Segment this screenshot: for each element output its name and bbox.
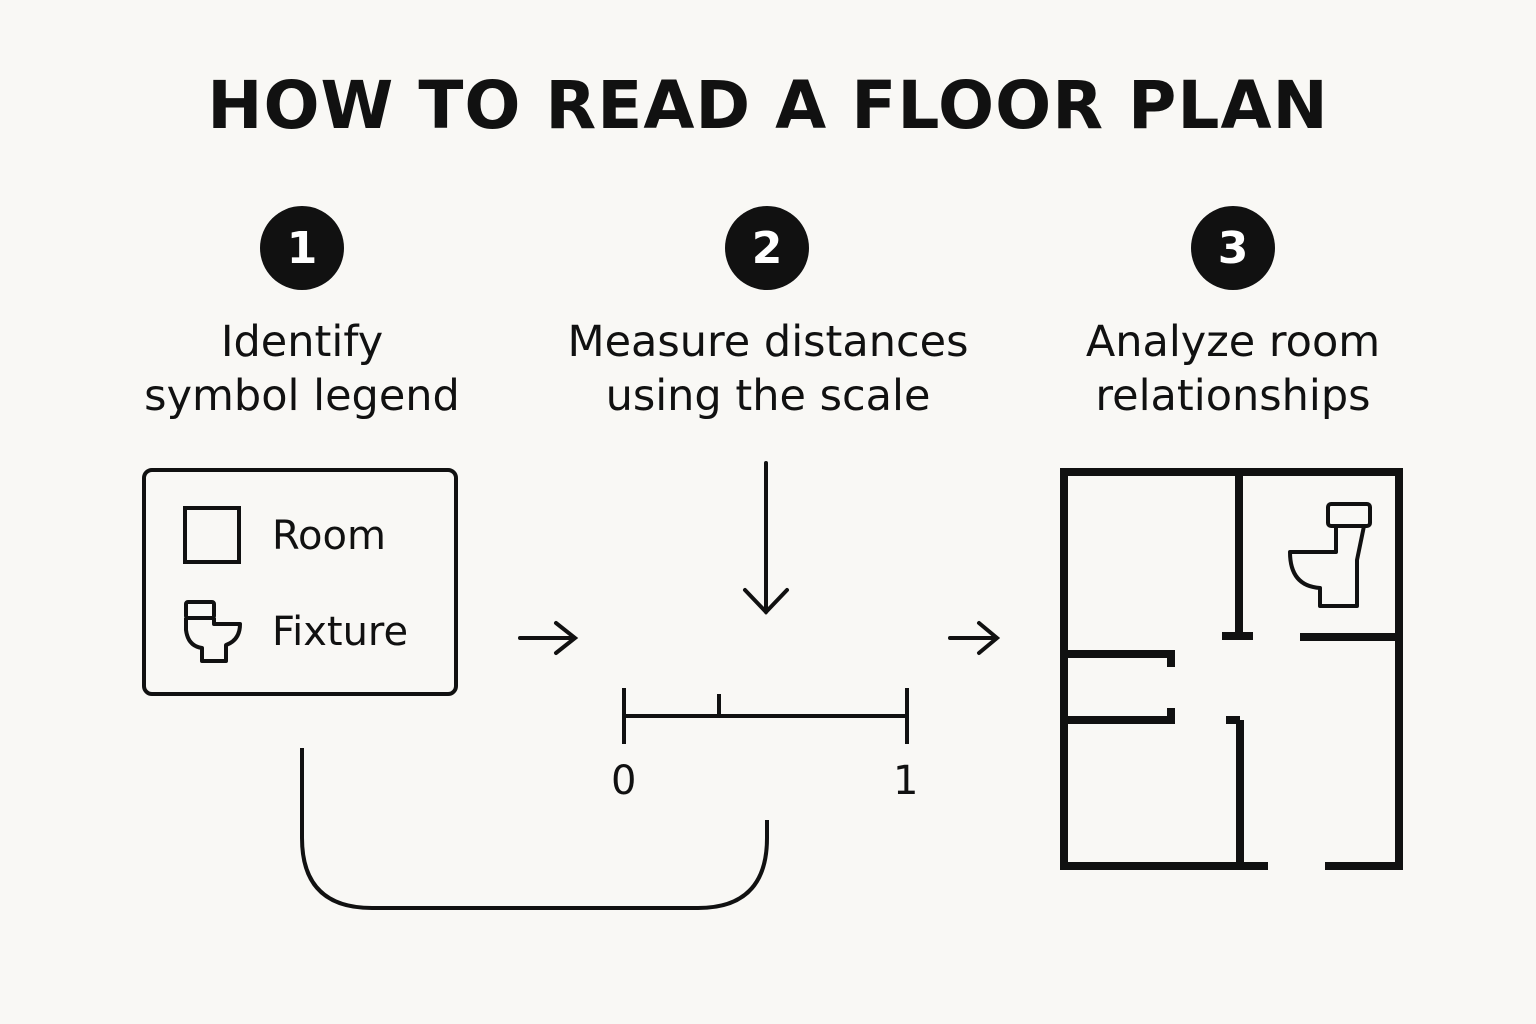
- floor-plan-toilet-icon: [1288, 502, 1372, 608]
- square-room-icon: [183, 506, 241, 564]
- scale-start-label: 0: [611, 758, 637, 804]
- down-arrow-icon: [743, 461, 789, 615]
- scale-bar: [622, 688, 909, 744]
- step-3-label: Analyze room relationships: [983, 315, 1483, 423]
- arrow-step1-to-step2-icon: [518, 621, 579, 655]
- legend-fixture-label: Fixture: [272, 609, 409, 655]
- step-2-label: Measure distances using the scale: [518, 315, 1018, 423]
- arrow-step2-to-step3-icon: [948, 621, 1001, 655]
- toilet-fixture-icon: [184, 600, 242, 663]
- legend-room-label: Room: [272, 513, 386, 559]
- step-3-badge: 3: [1191, 206, 1275, 290]
- symbol-legend-box: [142, 468, 458, 696]
- step-3-label-line2: relationships: [1095, 371, 1371, 421]
- step-1-badge: 1: [260, 206, 344, 290]
- step-2-label-line1: Measure distances: [567, 317, 969, 367]
- curved-connector-line: [300, 748, 769, 910]
- step-3-label-line1: Analyze room: [1085, 317, 1381, 367]
- step-2-badge: 2: [725, 206, 809, 290]
- floor-plan-drawing: [1060, 468, 1403, 870]
- page-title: HOW TO READ A FLOOR PLAN: [207, 67, 1329, 144]
- step-1-label: Identify symbol legend: [52, 315, 552, 423]
- step-2-label-line2: using the scale: [605, 371, 931, 421]
- scale-end-label: 1: [893, 758, 919, 804]
- step-1-label-line2: symbol legend: [144, 371, 460, 421]
- step-1-label-line1: Identify: [220, 317, 384, 367]
